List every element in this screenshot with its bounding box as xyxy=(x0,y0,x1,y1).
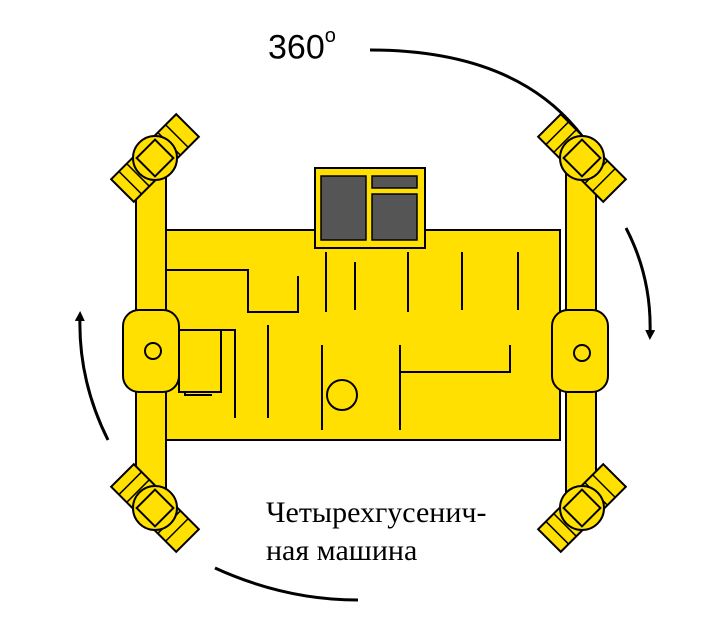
rotation-arrow-left xyxy=(74,311,110,441)
vehicle-caption: Четырехгусенич- ная машина xyxy=(266,494,487,570)
rotation-arrow-bottom-left xyxy=(214,566,359,602)
vehicle-body xyxy=(164,229,561,441)
caption-line-2: ная машина xyxy=(266,534,418,567)
rotation-arrow-top-right xyxy=(369,48,587,141)
right-side-beam xyxy=(551,154,609,516)
track-front-right xyxy=(537,113,627,203)
track-rear-right xyxy=(537,463,627,553)
rotation-angle-label: 360o xyxy=(268,26,336,67)
rotation-arrow-right xyxy=(624,227,656,340)
degree-mark: o xyxy=(324,25,336,47)
track-front-left xyxy=(110,113,200,203)
left-side-beam xyxy=(122,154,222,516)
cabin-window xyxy=(314,167,426,249)
caption-line-1: Четырехгусенич- xyxy=(266,496,487,529)
track-rear-left xyxy=(110,463,200,553)
rotation-angle-value: 360 xyxy=(268,28,325,67)
